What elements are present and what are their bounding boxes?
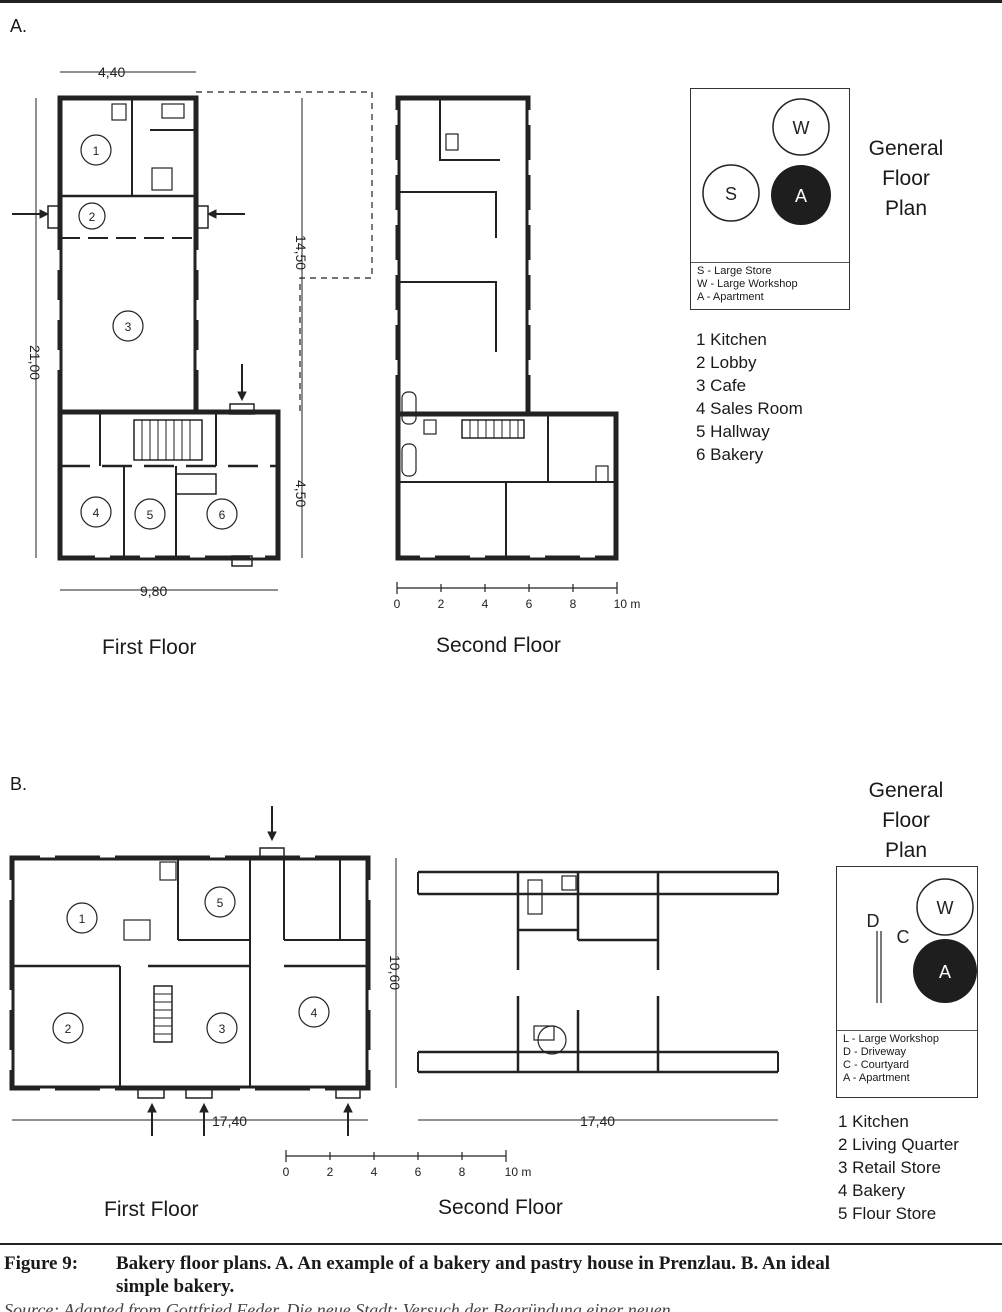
b-dim-width-second: 17,40 (580, 1113, 615, 1129)
b-scale-2: 2 (327, 1165, 334, 1179)
a-gfp-legend-w: W - Large Workshop (697, 278, 798, 290)
b-room-4: 4 (311, 1006, 318, 1020)
panel-b-second-floor-plan (285, 870, 779, 1162)
a-gfp-title-line-1: General (868, 137, 944, 160)
b-room-list-item: 3 Retail Store (838, 1158, 941, 1177)
b-room-5: 5 (217, 896, 224, 910)
b-gfp-letter-c: C (897, 927, 910, 947)
b-ff-stairs (153, 985, 173, 1043)
a-scale-2: 2 (438, 597, 445, 611)
b-room-list-item: 1 Kitchen (838, 1112, 909, 1131)
b-gfp-legend-l: L - Large Workshop (843, 1033, 939, 1045)
a-room-4: 4 (93, 506, 100, 520)
b-gfp-title-line-2: Floor (882, 809, 930, 832)
a-second-floor-label: Second Floor (436, 634, 561, 657)
b-room-1: 1 (79, 912, 86, 926)
b-gfp-circle-w: W (937, 898, 954, 918)
b-gfp-letter-d: D (867, 911, 880, 931)
a-ff-lower-wing-wall (57, 409, 281, 561)
a-gfp-title-line-2: Floor (882, 167, 930, 190)
a-scale-8: 8 (570, 597, 577, 611)
b-gfp-circle-a: A (939, 962, 951, 982)
b-room-list: 1 Kitchen 2 Living Quarter 3 Retail Stor… (838, 1110, 959, 1225)
a-room-list: 1 Kitchen 2 Lobby 3 Cafe 4 Sales Room 5 … (696, 328, 803, 466)
b-scale-6: 6 (415, 1165, 422, 1179)
a-first-floor-label: First Floor (102, 636, 197, 659)
b-first-floor-label: First Floor (104, 1198, 199, 1221)
b-gfp-legend-d: D - Driveway (843, 1046, 906, 1058)
b-second-floor-label: Second Floor (438, 1196, 563, 1219)
b-gfp-title-line-3: Plan (884, 839, 928, 862)
a-room-6: 6 (219, 508, 226, 522)
panel-b-first-floor-plan: 17,40 17,40 10,60 1 5 2 3 4 0 2 4 6 8 10… (8, 806, 779, 1179)
a-scale-10: 10 m (614, 597, 641, 611)
a-room-1: 1 (93, 144, 100, 158)
b-scale-0: 0 (283, 1165, 290, 1179)
a-room-3: 3 (125, 320, 132, 334)
a-dim-left: 21,00 (27, 345, 43, 380)
b-gfp-legend: L - Large Workshop D - Driveway C - Cour… (837, 1030, 977, 1087)
a-gfp-circle-s: S (725, 184, 737, 204)
figure-source: Source: Adapted from Gottfried Feder, Di… (4, 1300, 671, 1312)
a-room-2: 2 (89, 210, 96, 224)
a-gfp-title-line-3: Plan (884, 197, 928, 220)
a-ff-stairs (133, 419, 203, 461)
b-room-2: 2 (65, 1022, 72, 1036)
figure-label: Figure 9: (4, 1253, 79, 1274)
b-dim-height: 10,60 (387, 955, 403, 990)
a-ff-dashed-outline (196, 91, 373, 412)
a-room-list-item: 5 Hallway (696, 422, 770, 441)
a-gfp-legend-a: A - Apartment (697, 291, 764, 303)
a-gfp-title: General Floor Plan (858, 134, 954, 224)
b-scale-8: 8 (459, 1165, 466, 1179)
figure-caption: Figure 9: Bakery floor plans. A. An examp… (4, 1252, 1000, 1298)
a-scale-0: 0 (394, 597, 401, 611)
a-dim-bottom: 9,80 (140, 583, 167, 599)
a-gfp-legend: S - Large Store W - Large Workshop A - A… (691, 262, 849, 306)
top-rule (0, 0, 1002, 3)
a-room-list-item: 1 Kitchen (696, 330, 767, 349)
a-room-list-item: 2 Lobby (696, 353, 757, 372)
a-gfp-diagram: W S A (702, 98, 831, 225)
caption-line-2: simple bakery. (116, 1276, 235, 1297)
caption-line-1: Bakery floor plans. A. An example of a b… (116, 1253, 830, 1274)
a-room-list-item: 3 Cafe (696, 376, 747, 395)
panel-b-letter: B. (10, 774, 28, 794)
panel-a-second-floor-plan (394, 95, 619, 594)
b-room-list-item: 2 Living Quarter (838, 1135, 959, 1154)
b-room-list-item: 5 Flour Store (838, 1204, 937, 1223)
a-gfp-legend-s: S - Large Store (697, 265, 772, 277)
a-gfp-circle-w: W (793, 118, 810, 138)
b-gfp-diagram: D C W A (867, 878, 977, 1003)
b-gfp-title: General Floor Plan (858, 776, 954, 866)
a-dim-right-lower: 4,50 (293, 480, 309, 507)
b-room-3: 3 (219, 1022, 226, 1036)
b-gfp-legend-c: C - Courtyard (843, 1059, 910, 1071)
caption-rule (0, 1243, 1002, 1245)
a-room-5: 5 (147, 508, 154, 522)
a-ff-upper-wing-wall (57, 95, 199, 415)
a-general-floor-plan-box: W S A S - Large Store W - Large Workshop… (690, 88, 850, 310)
a-room-list-item: 4 Sales Room (696, 399, 803, 418)
b-general-floor-plan-box: D C W A L - Large Workshop D - Driveway … (836, 866, 978, 1098)
a-dim-right-upper: 14,50 (293, 235, 309, 270)
b-dim-width-first: 17,40 (212, 1113, 247, 1129)
b-scale-10: 10 m (505, 1165, 532, 1179)
a-dim-top: 4,40 (98, 64, 125, 80)
b-gfp-title-line-1: General (868, 779, 944, 802)
panel-a-letter: A. (10, 16, 28, 36)
panel-a-first-floor-plan: 4,40 21,00 9,80 14,50 4,50 1 2 3 4 5 6 0… (12, 64, 641, 611)
b-scale-4: 4 (371, 1165, 378, 1179)
a-scale-4: 4 (482, 597, 489, 611)
b-gfp-legend-a: A - Apartment (843, 1072, 910, 1084)
a-gfp-circle-a: A (795, 186, 807, 206)
a-scale-6: 6 (526, 597, 533, 611)
a-room-list-item: 6 Bakery (696, 445, 764, 464)
b-room-list-item: 4 Bakery (838, 1181, 906, 1200)
